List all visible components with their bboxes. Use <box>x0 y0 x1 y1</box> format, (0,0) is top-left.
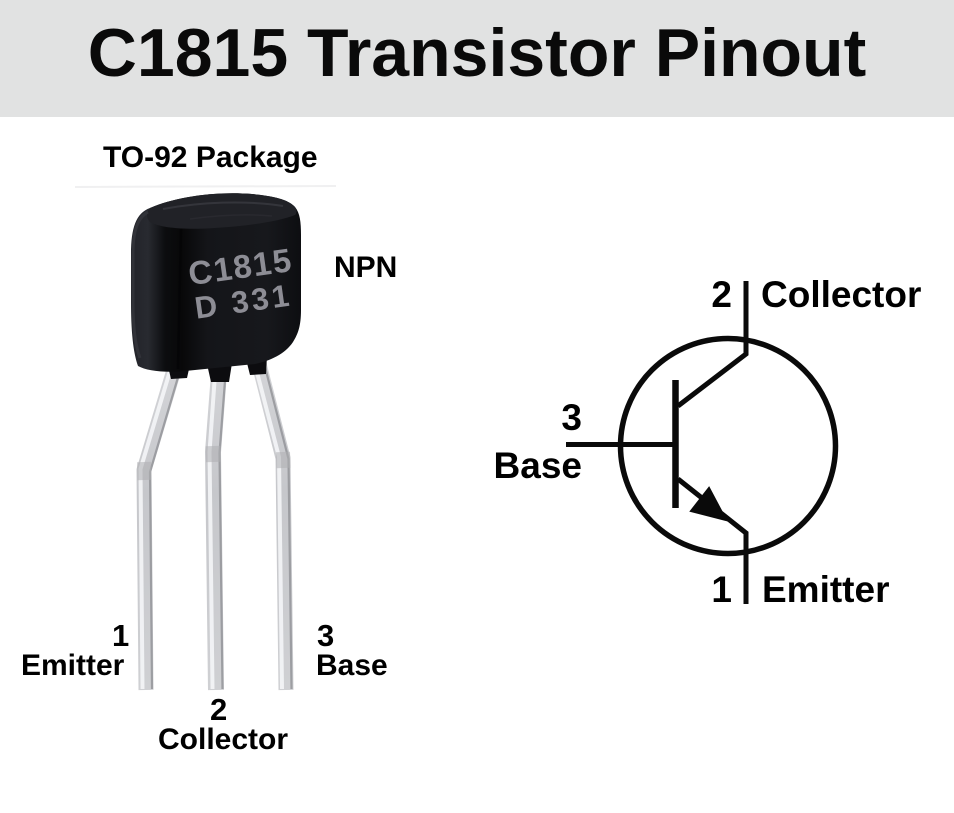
schematic-emitter-number: 1 <box>711 569 732 610</box>
emitter-arrow-icon <box>689 486 728 522</box>
lead-pin2-collector <box>205 359 228 691</box>
transistor-type-label: NPN <box>334 251 398 284</box>
transistor-body: C1815 D 331 <box>131 193 301 372</box>
photo-pin2-number: 2 <box>210 692 228 727</box>
body-front-edge <box>176 228 183 370</box>
top-face-scratch <box>189 214 273 220</box>
photo-pin1-number: 1 <box>112 618 130 653</box>
body-top-face <box>147 193 297 229</box>
schematic-base-number: 3 <box>561 397 582 438</box>
symbol-emitter-lead <box>676 477 749 604</box>
page-title: C1815 Transistor Pinout <box>87 15 867 91</box>
schematic-collector-name: Collector <box>761 274 922 315</box>
schematic-base-name: Base <box>493 445 582 486</box>
photo-pin3-name: Base <box>316 649 388 682</box>
symbol-collector-lead <box>676 281 749 408</box>
photo-pin1-name: Emitter <box>21 649 125 682</box>
body-left-rim-highlight <box>131 210 149 359</box>
photo-pin2-name: Collector <box>158 723 289 756</box>
top-face-scratch <box>162 201 284 210</box>
package-caption: TO-92 Package <box>103 141 318 174</box>
schematic-collector-number: 2 <box>711 274 732 315</box>
photo-background-edge <box>74 185 337 188</box>
npn-schematic-symbol <box>566 281 839 604</box>
schematic-emitter-name: Emitter <box>762 569 890 610</box>
photo-pin3-number: 3 <box>317 618 335 653</box>
transistor-leads <box>136 354 294 691</box>
lead-pin1-emitter <box>136 357 185 691</box>
transistor-photo: C1815 D 331 <box>131 193 301 691</box>
body-silhouette <box>131 193 301 372</box>
lead-pin3-base <box>249 354 294 691</box>
header-band <box>0 0 954 117</box>
